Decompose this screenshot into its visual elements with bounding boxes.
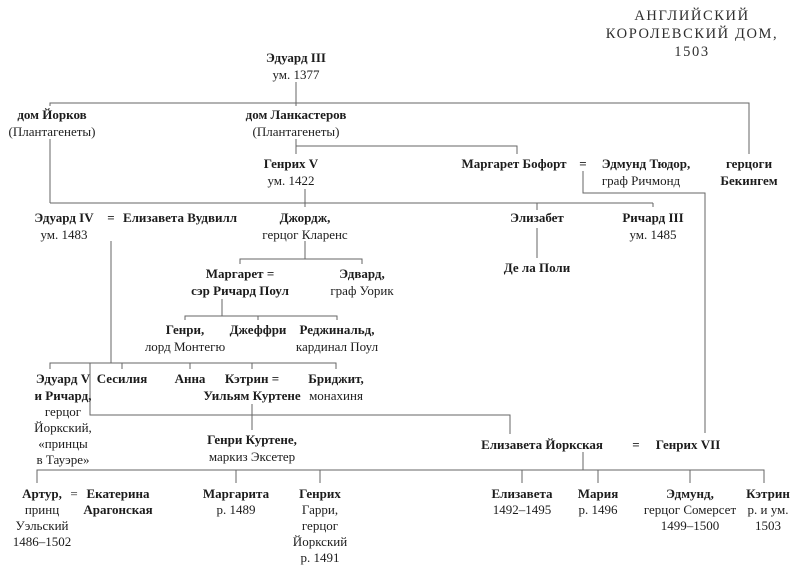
katherine-child-note-1: р. и ум. [747, 502, 789, 517]
katherine-courtenay-name: Кэтрин = [224, 371, 280, 386]
lancaster-house-name: дом Ланкастеров [245, 107, 347, 122]
princes-name-2: и Ричард, [34, 388, 92, 403]
reginald-note: кардинал Поул [295, 339, 379, 354]
henry5-death: ум. 1422 [267, 173, 315, 188]
catherine-aragon-name-1: Екатерина [86, 486, 150, 501]
elizabeth-woodville-name: Елизавета Вудвилл [122, 210, 238, 225]
edward3-death: ум. 1377 [272, 67, 320, 82]
arthur-note-1: принц [24, 502, 60, 517]
henry8-note-3: Йоркский [292, 534, 348, 549]
elizabeth-child-note: 1492–1495 [492, 502, 552, 517]
marriage-sign-york-henry7: = [632, 437, 640, 452]
george-clarence-name: Джордж, [279, 210, 331, 225]
de-la-pole-name: Де ла Поли [503, 260, 571, 275]
princes-note-3: «принцы [38, 436, 88, 451]
chart-title-line-1: АНГЛИЙСКИЙ [634, 8, 750, 24]
henry8-name: Генрих [299, 486, 341, 501]
cecily-name: Сесилия [96, 371, 148, 386]
princes-note-4: в Тауэре» [36, 452, 90, 467]
margaret-pole-spouse: сэр Ричард Поул [191, 283, 289, 298]
margaret-pole-name: Маргарет = [205, 266, 275, 281]
buckingham-note: Бекингем [720, 173, 778, 188]
henry8-note-1: Гарри, [301, 502, 339, 517]
marriage-sign-edward4-woodville: = [107, 210, 115, 225]
reginald-name: Реджинальд, [299, 322, 375, 337]
edmund-tudor-name: Эдмунд Тюдор, [601, 156, 691, 171]
anna-name: Анна [174, 371, 206, 386]
elizabeth-of-york-name: Елизавета Йоркская [481, 437, 603, 452]
arthur-name: Артур, [22, 486, 62, 501]
edmund-somerset-note-1: герцог Сомерсет [643, 502, 737, 517]
edmund-somerset-note-2: 1499–1500 [660, 518, 720, 533]
york-house-name: дом Йорков [17, 107, 87, 122]
henry5-name: Генрих V [263, 156, 319, 171]
edward4-name: Эдуард IV [34, 210, 94, 225]
geoffrey-name: Джеффри [229, 322, 287, 337]
princes-note-1: герцог [44, 404, 82, 419]
bridget-note: монахиня [309, 388, 363, 403]
chart-title-line-2: КОРОЛЕВСКИЙ ДОМ, [605, 26, 779, 42]
margaret-tudor-name: Маргарита [202, 486, 270, 501]
margaret-beaufort-name: Маргарет Бофорт [461, 156, 567, 171]
edward-warwick-name: Эдвард, [339, 266, 385, 281]
mary-name: Мария [577, 486, 619, 501]
katherine-child-note-2: 1503 [755, 518, 781, 533]
margaret-tudor-note: р. 1489 [216, 502, 256, 517]
princes-note-2: Йоркский, [34, 420, 92, 435]
richard3-death: ум. 1485 [629, 227, 677, 242]
henry-montague-note: лорд Монтегю [144, 339, 226, 354]
henry7-name: Генрих VII [655, 437, 721, 452]
york-house-note: (Плантагенеты) [8, 124, 96, 139]
edward4-death: ум. 1483 [40, 227, 88, 242]
arthur-note-2: Уэльский [15, 518, 69, 533]
edward-warwick-note: граф Уорик [330, 283, 394, 298]
henry-montague-name: Генри, [165, 322, 205, 337]
henry8-note-2: герцог [301, 518, 339, 533]
arthur-note-3: 1486–1502 [12, 534, 72, 549]
catherine-aragon-name-2: Арагонская [83, 502, 153, 517]
bridget-name: Бриджит, [308, 371, 364, 386]
lancaster-house-note: (Плантагенеты) [252, 124, 340, 139]
edward3-name: Эдуард III [266, 50, 326, 65]
henry-courtenay-note: маркиз Эксетер [208, 449, 296, 464]
chart-title-line-3: 1503 [674, 44, 710, 60]
elizabeth-child-name: Елизавета [491, 486, 553, 501]
henry8-note-4: р. 1491 [300, 550, 340, 565]
mary-note: р. 1496 [578, 502, 618, 517]
princes-name-1: Эдуард V [35, 371, 91, 386]
marriage-sign-arthur-catherine: = [70, 486, 78, 501]
george-clarence-note: герцог Кларенс [262, 227, 348, 242]
marriage-sign-beaufort-tudor: = [579, 156, 587, 171]
edmund-tudor-note: граф Ричмонд [601, 173, 681, 188]
buckingham-name: герцоги [725, 156, 773, 171]
edmund-somerset-name: Эдмунд, [666, 486, 714, 501]
katherine-child-name: Кэтрин [746, 486, 790, 501]
katherine-courtenay-spouse: Уильям Куртене [203, 388, 301, 403]
elizabeth-sister-name: Элизабет [510, 210, 564, 225]
henry-courtenay-name: Генри Куртене, [207, 432, 297, 447]
richard3-name: Ричард III [622, 210, 684, 225]
